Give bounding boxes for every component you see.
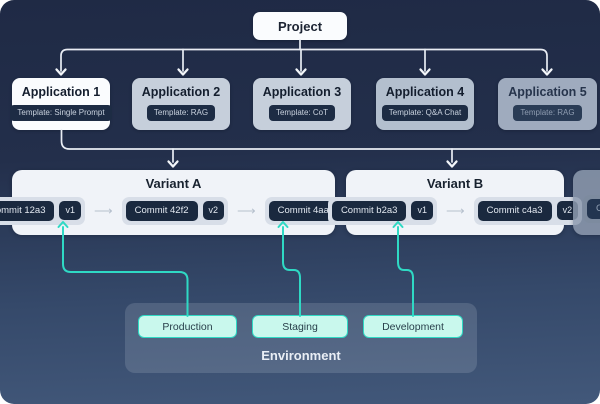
application-title: Application 1 — [21, 85, 101, 99]
commit-group[interactable]: Commit 12a3 v1 — [0, 197, 85, 225]
commit-chip[interactable]: Commit c4a3 — [477, 201, 552, 221]
arrow-down-icon — [55, 68, 553, 76]
application-1-card[interactable]: Application 1 Template: Single Prompt — [10, 78, 112, 130]
project-tree-connector — [60, 39, 548, 72]
arrow-down-icon — [167, 160, 458, 168]
application-title: Application 3 — [262, 85, 342, 99]
variant-a-panel: Variant A Commit 12a3 v1 ⟶ Commit 42f2 v… — [0, 170, 372, 235]
environment-button-staging[interactable]: Staging — [252, 315, 348, 338]
template-badge: Template: RAG — [146, 104, 216, 121]
variant-partial-panel: Commit — [573, 170, 600, 235]
project-node[interactable]: Project — [253, 12, 347, 40]
environment-button-label: Production — [162, 320, 213, 333]
template-badge: Template: RAG — [513, 104, 582, 121]
arrow-right-icon: ⟶ — [237, 203, 256, 219]
variant-b-panel: Variant B Commit b2a3 v1 ⟶ Commit c4a3 v… — [327, 170, 583, 235]
commit-group[interactable]: Commit c4a3 v2 — [473, 197, 583, 225]
commit-row: Commit 12a3 v1 ⟶ Commit 42f2 v2 ⟶ Commit… — [0, 197, 372, 225]
commit-chip[interactable]: Commit b2a3 — [331, 201, 407, 221]
version-badge[interactable]: v1 — [411, 201, 433, 221]
template-badge: Template: CoT — [268, 104, 336, 121]
commit-chip: Commit — [587, 199, 600, 219]
application-title: Application 5 — [508, 85, 587, 99]
project-label: Project — [277, 18, 323, 34]
environment-commit-connectors — [57, 221, 414, 317]
environment-button-label: Development — [382, 320, 444, 333]
version-badge[interactable]: v2 — [202, 201, 225, 221]
environment-panel: Production Staging Development Environme… — [125, 303, 477, 373]
application-5-card[interactable]: Application 5 Template: RAG — [498, 78, 597, 130]
variant-title: Variant A — [145, 176, 202, 191]
application-title: Application 2 — [141, 85, 221, 99]
template-badge: Template: Single Prompt — [10, 104, 112, 121]
application-3-card[interactable]: Application 3 Template: CoT — [253, 78, 351, 130]
arrow-right-icon: ⟶ — [445, 203, 465, 219]
template-badge: Template: Q&A Chat — [381, 104, 469, 121]
environment-button-label: Staging — [282, 320, 318, 333]
commit-chip[interactable]: Commit 42f2 — [125, 201, 198, 221]
version-badge[interactable]: v2 — [556, 201, 579, 221]
environment-button-production[interactable]: Production — [138, 315, 237, 338]
version-badge[interactable]: v1 — [59, 201, 81, 221]
commit-group[interactable]: Commit 42f2 v2 — [121, 197, 229, 225]
application-variants-connector — [60, 129, 600, 163]
commit-chip[interactable]: Commit 4aaf — [268, 201, 341, 221]
variant-title: Variant B — [426, 176, 484, 191]
application-2-card[interactable]: Application 2 Template: RAG — [132, 78, 230, 130]
commit-group: Commit — [583, 195, 600, 223]
environment-button-development[interactable]: Development — [363, 315, 463, 338]
application-title: Application 4 — [385, 85, 465, 99]
arrow-right-icon: ⟶ — [94, 203, 113, 219]
commit-row: Commit b2a3 v1 ⟶ Commit c4a3 v2 — [327, 197, 583, 225]
environment-label: Environment — [261, 348, 341, 363]
commit-group[interactable]: Commit b2a3 v1 — [327, 197, 437, 225]
commit-row: Commit — [573, 195, 600, 223]
commit-chip[interactable]: Commit 12a3 — [0, 201, 55, 221]
application-4-card[interactable]: Application 4 Template: Q&A Chat — [376, 78, 474, 130]
